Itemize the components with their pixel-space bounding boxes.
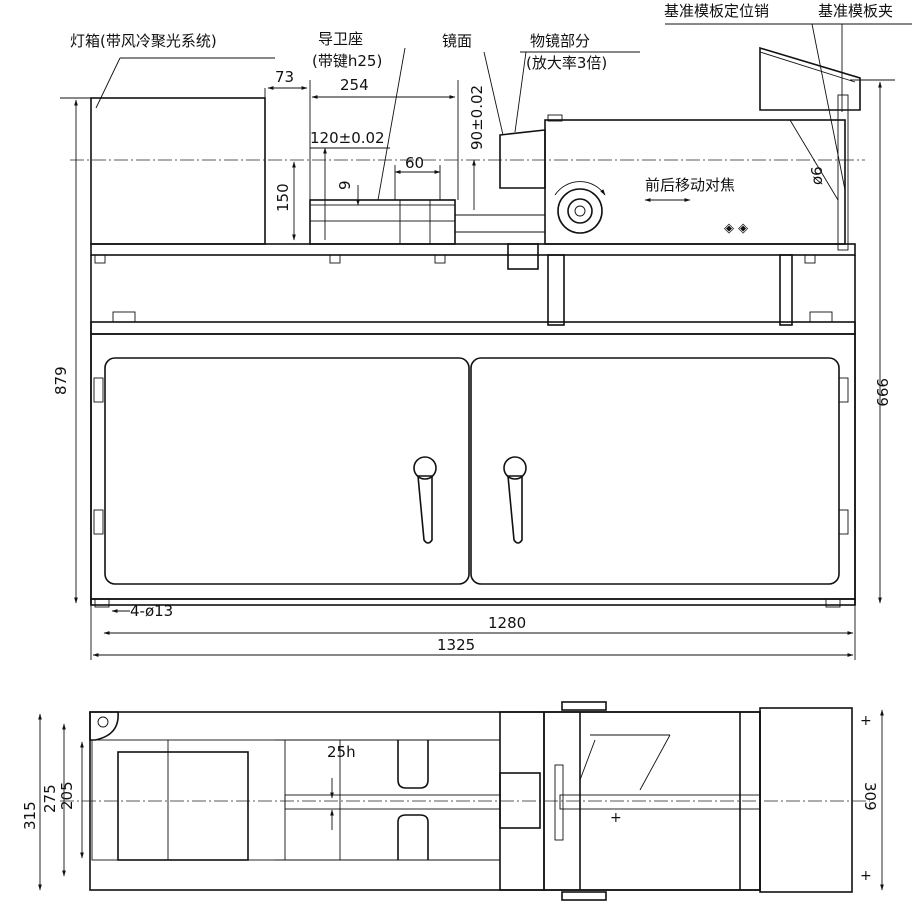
svg-text:+: + xyxy=(610,810,622,826)
svg-text:9: 9 xyxy=(336,180,354,190)
label-guide-seat: 导卫座 xyxy=(318,30,363,48)
cabinet-door-left[interactable] xyxy=(104,357,470,585)
template-holder-top xyxy=(759,707,853,893)
svg-text:+: + xyxy=(860,868,872,884)
door-handle-right[interactable] xyxy=(503,456,527,544)
handwheel-bottom[interactable] xyxy=(561,891,607,901)
label-template-pin: 基准模板定位销 xyxy=(664,2,769,20)
label-lamp-box: 灯箱(带风冷聚光系统) xyxy=(70,32,217,50)
label-objective: 物镜部分 xyxy=(530,32,590,50)
door-handle-left[interactable] xyxy=(413,456,437,544)
focus-knob[interactable] xyxy=(557,188,603,234)
template-holder xyxy=(759,46,861,111)
svg-text:4-ø13: 4-ø13 xyxy=(130,602,173,620)
guide-seat xyxy=(309,199,456,245)
svg-text:◈ ◈: ◈ ◈ xyxy=(724,221,748,236)
cabinet xyxy=(90,333,856,600)
svg-text:120±0.02: 120±0.02 xyxy=(310,129,385,147)
svg-text:90±0.02: 90±0.02 xyxy=(468,85,486,150)
top-view-dimensions: 25h 315 275 205 309 xyxy=(21,709,884,891)
svg-text:315: 315 xyxy=(21,801,39,830)
top-view: + + + xyxy=(60,701,872,901)
svg-text:150: 150 xyxy=(274,183,292,212)
svg-text:309: 309 xyxy=(861,782,879,811)
front-view xyxy=(70,46,865,608)
label-mirror: 镜面 xyxy=(442,32,472,50)
label-focus: 前后移动对焦 xyxy=(645,176,735,194)
front-view-dimensions: 73 254 120±0.02 90±0.02 60 9 150 879 999… xyxy=(52,68,895,660)
svg-text:999: 999 xyxy=(873,378,891,407)
svg-text:1280: 1280 xyxy=(488,614,526,632)
cabinet-door-right[interactable] xyxy=(470,357,840,585)
svg-text:1325: 1325 xyxy=(437,636,475,654)
label-objective-magnification: (放大率3倍) xyxy=(526,54,607,72)
label-template-clamp: 基准模板夹 xyxy=(818,2,893,20)
svg-text:25h: 25h xyxy=(327,743,356,761)
svg-text:73: 73 xyxy=(275,68,294,86)
svg-text:275: 275 xyxy=(41,784,59,813)
svg-text:879: 879 xyxy=(52,366,70,395)
svg-text:60: 60 xyxy=(405,154,424,172)
lamp-box xyxy=(90,97,266,245)
svg-text:205: 205 xyxy=(58,781,76,810)
lamp-box-top xyxy=(91,739,286,861)
handwheel-top[interactable] xyxy=(561,701,607,711)
label-guide-seat-key: (带键h25) xyxy=(312,52,382,70)
svg-text:ø6: ø6 xyxy=(808,166,826,185)
svg-text:254: 254 xyxy=(340,76,369,94)
svg-text:+: + xyxy=(860,713,872,729)
table-top xyxy=(90,243,856,256)
front-view-labels: 灯箱(带风冷聚光系统) 导卫座 (带键h25) 镜面 物镜部分 (放大率3倍) … xyxy=(70,2,912,236)
mirror xyxy=(499,129,546,189)
